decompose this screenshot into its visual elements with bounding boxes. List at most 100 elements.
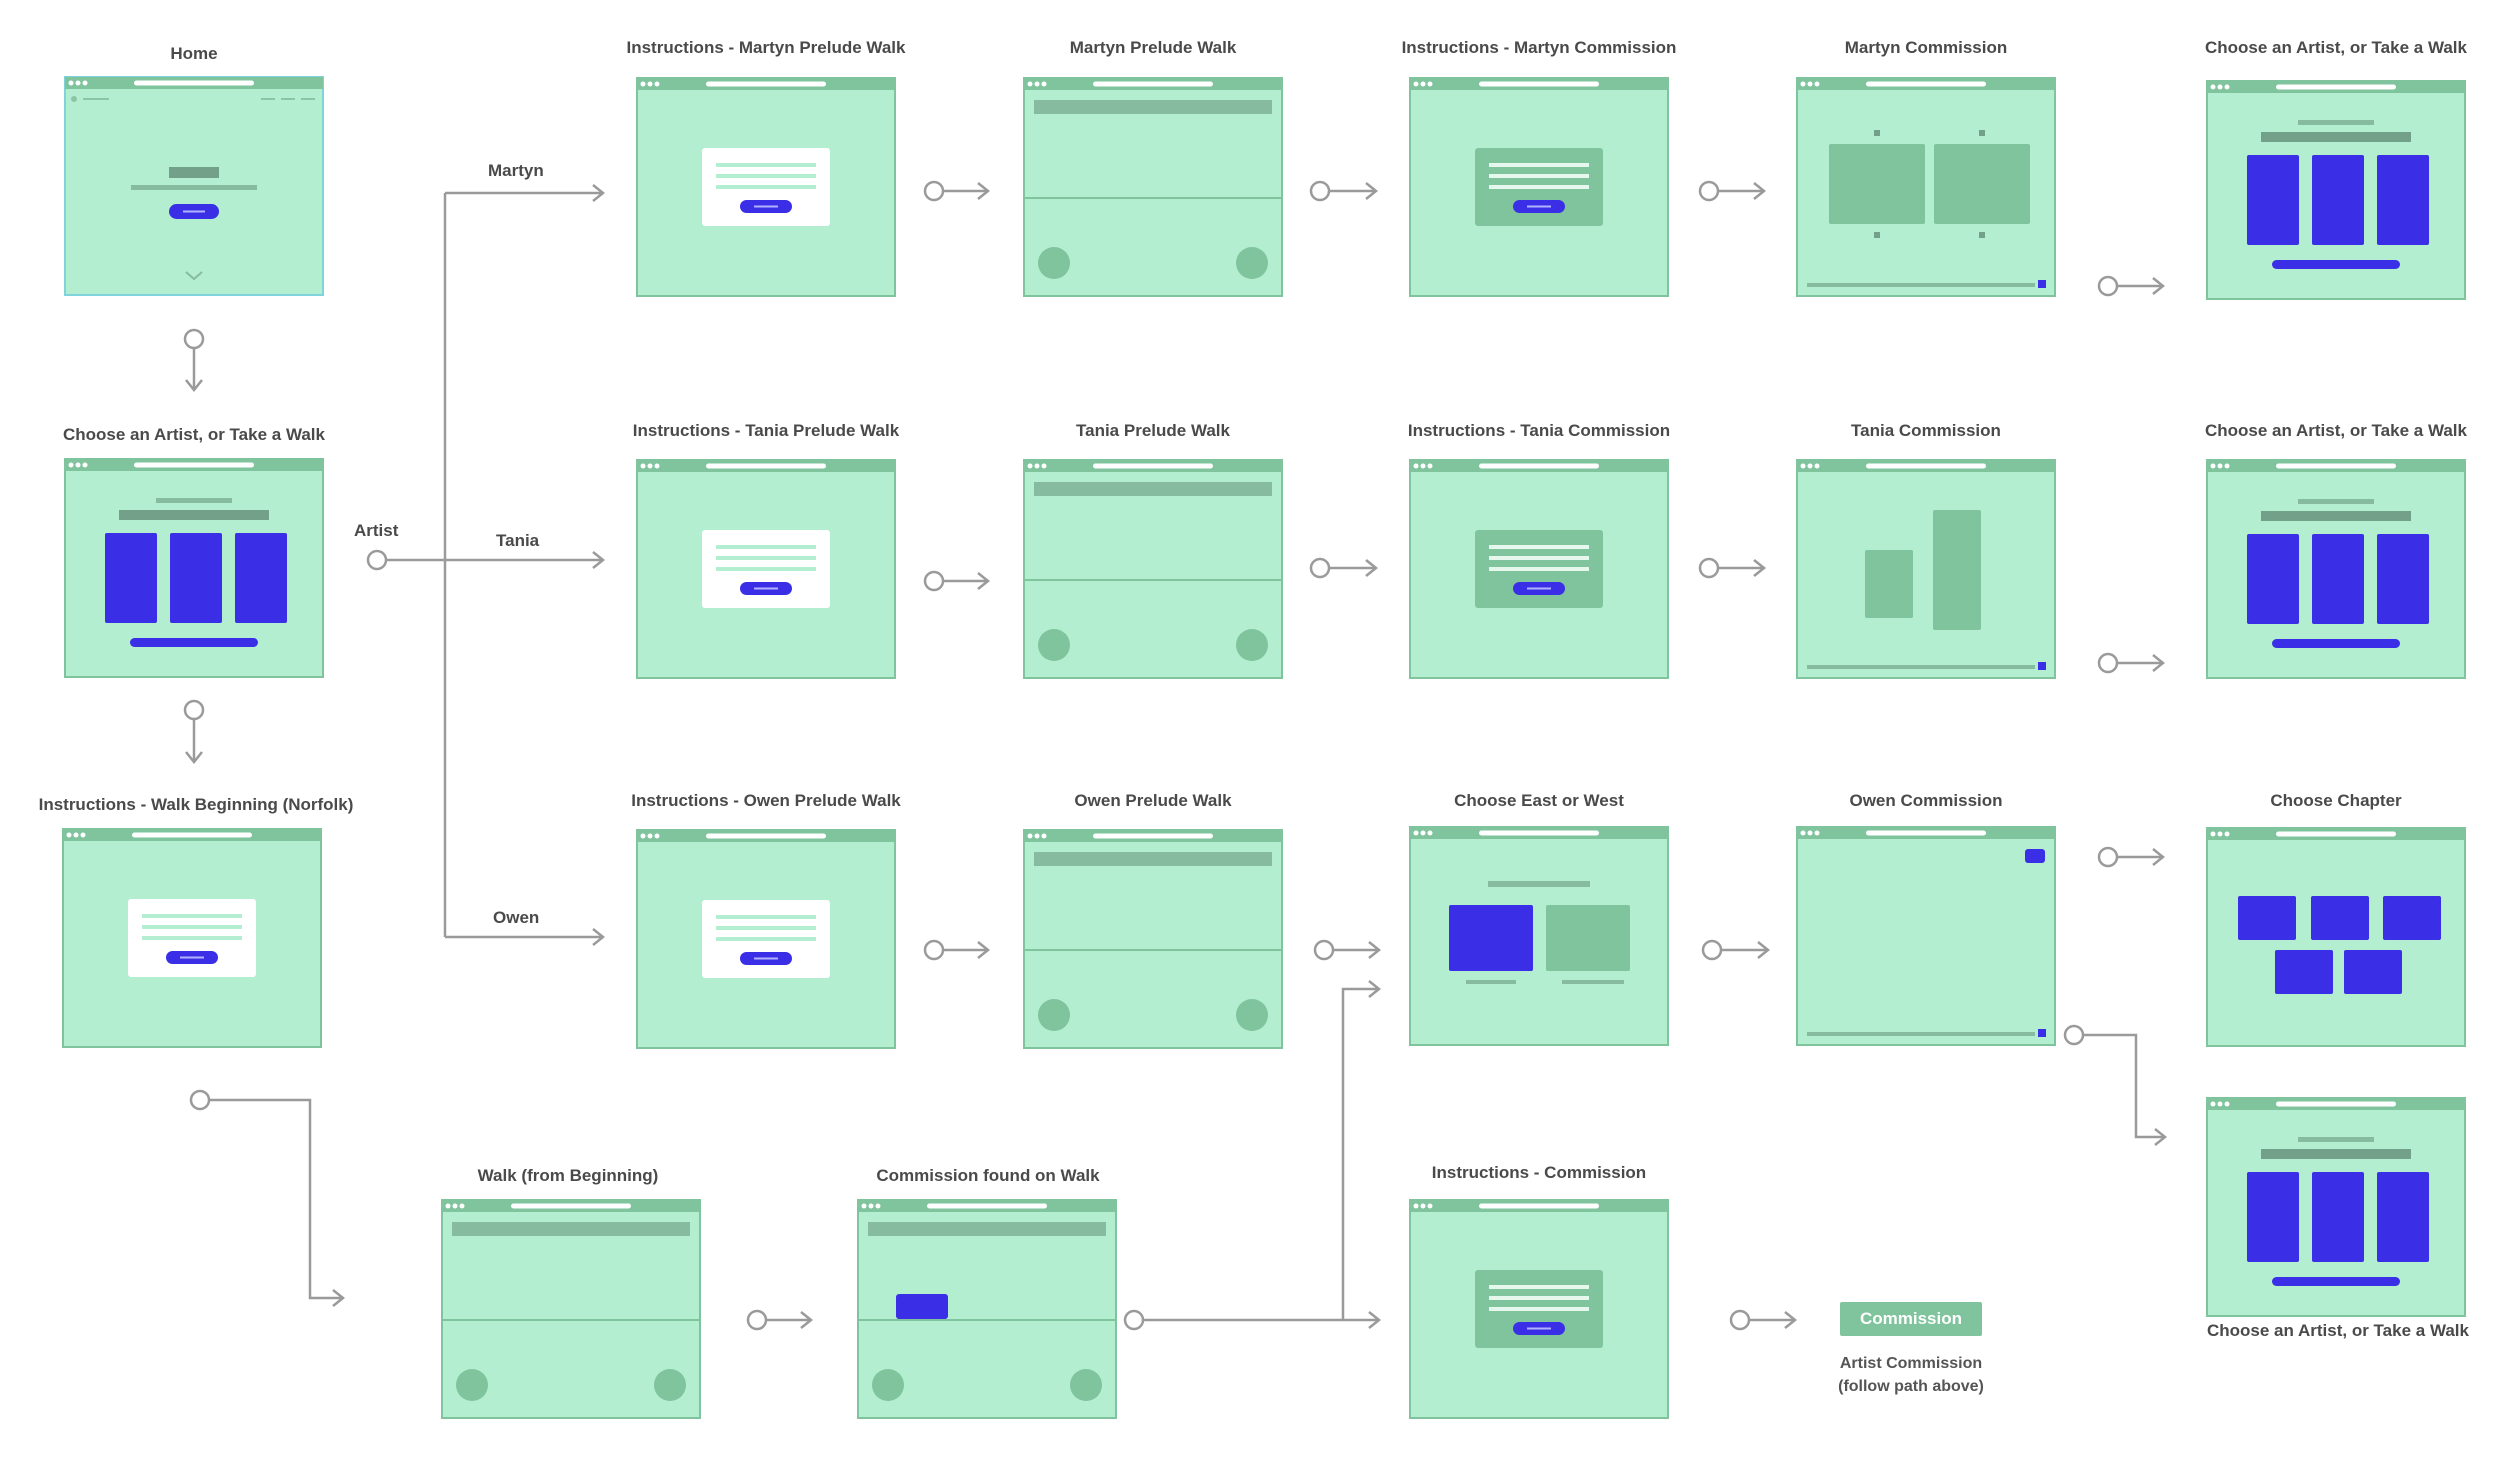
chapter-tile bbox=[2238, 896, 2296, 940]
arrowhead-right bbox=[1753, 559, 1767, 577]
window-dot bbox=[459, 1203, 465, 1209]
map-header bbox=[1034, 852, 1272, 866]
address-bar bbox=[706, 81, 826, 87]
arrowhead-right bbox=[1757, 941, 1771, 959]
scroll-chevron-icon bbox=[185, 271, 203, 281]
screen-instr-martyn-commission bbox=[1409, 77, 1669, 297]
window-dot bbox=[68, 80, 74, 86]
modal-button-text bbox=[180, 956, 204, 959]
progress-marker bbox=[2038, 662, 2046, 670]
edge-label-owen: Owen bbox=[493, 908, 540, 927]
modal-text-line bbox=[1489, 1285, 1589, 1289]
walk-button bbox=[2272, 639, 2400, 648]
arrowhead-right bbox=[977, 941, 991, 959]
marker-dot bbox=[1874, 232, 1880, 238]
artist-card bbox=[2247, 155, 2299, 245]
walk-button bbox=[2272, 260, 2400, 269]
window-dot bbox=[1041, 833, 1047, 839]
window-dot bbox=[2224, 831, 2230, 837]
screen-martyn-prelude bbox=[1023, 77, 1283, 297]
walk-control-icon bbox=[1236, 629, 1268, 661]
arrowhead-right bbox=[332, 1289, 346, 1307]
address-bar bbox=[2276, 831, 2396, 837]
commission-badge: Commission bbox=[1840, 1302, 1982, 1336]
address-bar bbox=[1093, 463, 1213, 469]
screen-instr-tania-commission bbox=[1409, 459, 1669, 679]
modal-button-text bbox=[1527, 1327, 1551, 1330]
connector-node bbox=[1729, 1309, 1751, 1331]
screen-home bbox=[64, 76, 324, 296]
modal-button-text bbox=[754, 587, 778, 590]
modal-text-line bbox=[716, 926, 816, 930]
hero-subtitle bbox=[131, 185, 257, 190]
label-choose-east-west: Choose East or West bbox=[1454, 791, 1624, 810]
connector-line bbox=[2083, 1033, 2165, 1139]
connector-node bbox=[2097, 652, 2119, 674]
artist-card bbox=[2377, 534, 2429, 624]
screen-tania-prelude bbox=[1023, 459, 1283, 679]
screen-owen-commission bbox=[1796, 826, 2056, 1046]
screen-walk-beginning bbox=[441, 1199, 701, 1419]
hero-button-text bbox=[183, 210, 205, 213]
screen-instr-walk-beginning bbox=[62, 828, 322, 1048]
subtitle-bar bbox=[2298, 120, 2374, 125]
arrowhead-right bbox=[1368, 980, 1382, 998]
window-dot bbox=[640, 463, 646, 469]
edge-label-artist: Artist bbox=[354, 521, 399, 540]
screen-owen-prelude bbox=[1023, 829, 1283, 1049]
window-dot bbox=[2210, 84, 2216, 90]
window-dot bbox=[1027, 463, 1033, 469]
window-dot bbox=[647, 463, 653, 469]
window-dot bbox=[1420, 463, 1426, 469]
artist-card bbox=[2312, 534, 2364, 624]
window-dot bbox=[2210, 463, 2216, 469]
connector-node bbox=[1701, 939, 1723, 961]
arrowhead-right bbox=[1753, 182, 1767, 200]
address-bar bbox=[134, 80, 254, 86]
artist-card bbox=[2377, 1172, 2429, 1262]
screen-commission-found bbox=[857, 1199, 1117, 1419]
artist-card bbox=[105, 533, 157, 623]
modal-text-line bbox=[1489, 185, 1589, 189]
hero-title bbox=[169, 167, 219, 178]
modal-text-line bbox=[1489, 174, 1589, 178]
commission-marker bbox=[896, 1294, 948, 1319]
address-bar bbox=[132, 832, 252, 838]
walk-control-icon bbox=[1236, 999, 1268, 1031]
window-dot bbox=[82, 462, 88, 468]
arrowhead-right bbox=[1365, 559, 1379, 577]
address-bar bbox=[1866, 463, 1986, 469]
arrowhead-right bbox=[1365, 182, 1379, 200]
label-commission-found: Commission found on Walk bbox=[876, 1166, 1100, 1185]
label-instr-martyn-prelude: Instructions - Martyn Prelude Walk bbox=[626, 38, 906, 57]
label-walk-beginning: Walk (from Beginning) bbox=[477, 1166, 659, 1185]
window-dot bbox=[68, 462, 74, 468]
connector-node bbox=[1698, 557, 1720, 579]
arrowhead-right bbox=[2154, 1128, 2168, 1146]
option-caption bbox=[1466, 980, 1516, 984]
modal-button-text bbox=[754, 957, 778, 960]
artist-card bbox=[2312, 1172, 2364, 1262]
window-dot bbox=[1800, 463, 1806, 469]
logo-dot bbox=[71, 96, 77, 102]
label-choose-artist-martyn: Choose an Artist, or Take a Walk bbox=[2205, 38, 2467, 57]
address-bar bbox=[1479, 81, 1599, 87]
window-dot bbox=[2217, 1101, 2223, 1107]
address-bar bbox=[706, 463, 826, 469]
walk-button bbox=[2272, 1277, 2400, 1286]
address-bar bbox=[706, 833, 826, 839]
arrowhead-right bbox=[1368, 1311, 1382, 1329]
arrowhead-right bbox=[1368, 941, 1382, 959]
window-dot bbox=[1807, 81, 1813, 87]
screen-instr-martyn-prelude bbox=[636, 77, 896, 297]
arrowhead-right bbox=[2152, 654, 2166, 672]
window-dot bbox=[1413, 463, 1419, 469]
walk-control-icon bbox=[872, 1369, 904, 1401]
window-dot bbox=[1814, 830, 1820, 836]
label-tania-prelude: Tania Prelude Walk bbox=[1076, 421, 1230, 440]
arrowhead-right bbox=[592, 928, 606, 946]
modal-text-line bbox=[1489, 556, 1589, 560]
modal-text-line bbox=[716, 556, 816, 560]
